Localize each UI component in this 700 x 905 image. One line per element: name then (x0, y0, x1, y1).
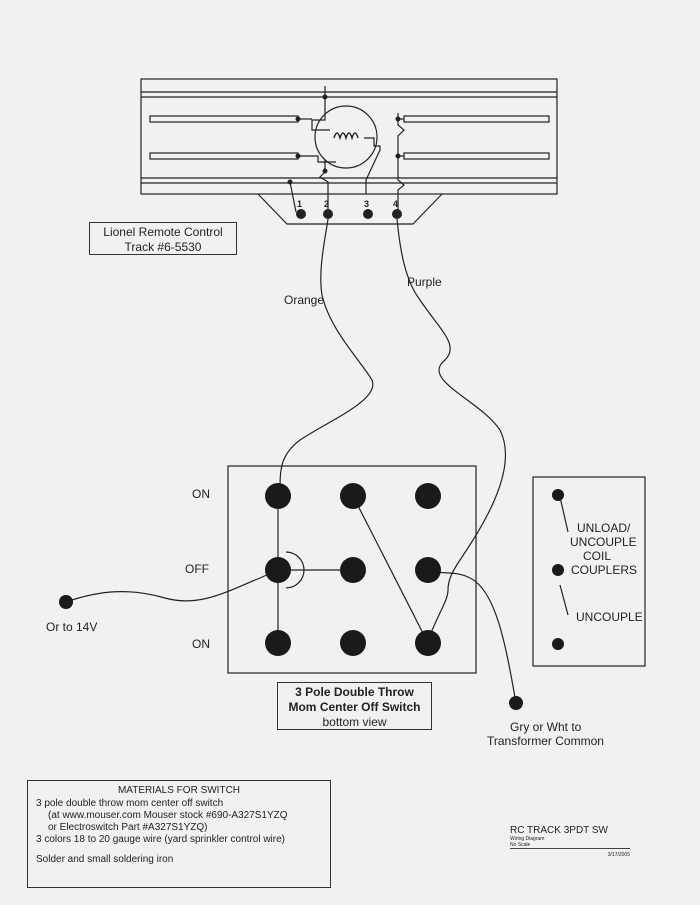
track-section (140, 78, 558, 225)
coil-label-uncouple-lower: UNCOUPLE (576, 610, 643, 624)
coil-terminals (552, 489, 564, 650)
ground-wire (65, 569, 279, 603)
materials-line3: or Electroswitch Part #A327S1YZQ) (48, 822, 208, 833)
switch-label-line2: Mom Center Off Switch (288, 700, 421, 714)
terminal-1 (296, 209, 306, 219)
switch-label: 3 Pole Double Throw Mom Center Off Switc… (277, 682, 432, 730)
transformer-wire (427, 569, 517, 704)
purple-wire (396, 218, 506, 641)
terminal-4 (392, 209, 402, 219)
terminal-label-2: 2 (324, 199, 329, 209)
row-label-on-bottom: ON (192, 637, 210, 651)
orange-wire (279, 218, 374, 493)
switch-terminal-3c (415, 630, 441, 656)
materials-title: MATERIALS FOR SWITCH (117, 785, 241, 796)
coil-label-coil: COIL (583, 549, 611, 563)
wire-label-orange: Orange (284, 293, 324, 307)
switch-terminal-1b (340, 483, 366, 509)
wire-label-purple: Purple (407, 275, 442, 289)
titleblock-date: 3/17/2005 (510, 848, 630, 860)
track-label-line1: Lionel Remote Control (103, 225, 223, 239)
switch-terminal-3b (340, 630, 366, 656)
switch-terminal-3a (265, 630, 291, 656)
coil-label-couplers: COUPLERS (571, 563, 637, 577)
switch-label-line3: bottom view (322, 715, 387, 729)
title-block: RC TRACK 3PDT SW Wiring Diagram No Scale… (510, 826, 630, 860)
track-junction-dots (287, 94, 401, 185)
coil-label-unload: UNLOAD/ (577, 521, 631, 535)
coil-winding-icon (333, 132, 359, 141)
terminal-2 (323, 209, 333, 219)
14v-terminal (59, 595, 73, 609)
track-terminals (296, 209, 402, 219)
coil-box (532, 476, 646, 667)
materials-box: MATERIALS FOR SWITCH 3 pole double throw… (27, 780, 331, 888)
coil-circle (314, 105, 378, 169)
materials-line5: Solder and small soldering iron (36, 854, 174, 865)
materials-line4: 3 colors 18 to 20 gauge wire (yard sprin… (36, 834, 285, 845)
coil-label-uncouple: UNCOUPLE (570, 535, 637, 549)
switch-terminal-2c (415, 557, 441, 583)
switch-label-line1: 3 Pole Double Throw (295, 685, 414, 699)
materials-line2: (at www.mouser.com Mouser stock #690-A32… (48, 810, 288, 821)
label-transformer-2: Transformer Common (487, 734, 604, 748)
track-label-line2: Track #6-5530 (124, 240, 202, 254)
titleblock-sub1: Wiring Diagram (510, 836, 545, 842)
terminal-3 (363, 209, 373, 219)
label-transformer-1: Gry or Wht to (510, 720, 582, 734)
titleblock-sub2: No Scale (510, 842, 531, 848)
titleblock-title: RC TRACK 3PDT SW (510, 825, 608, 836)
row-label-on-top: ON (192, 487, 210, 501)
terminal-label-3: 3 (364, 199, 369, 209)
materials-line1: 3 pole double throw mom center off switc… (36, 798, 224, 809)
switch-terminal-2b (340, 557, 366, 583)
terminal-label-4: 4 (393, 199, 398, 209)
switch-terminal-1a (265, 483, 291, 509)
terminal-label-1: 1 (297, 199, 302, 209)
track-label: Lionel Remote Control Track #6-5530 (89, 222, 237, 255)
row-label-off: OFF (185, 562, 209, 576)
label-or-14v: Or to 14V (46, 620, 97, 634)
transformer-terminal (509, 696, 523, 710)
switch-terminal-1c (415, 483, 441, 509)
switch-terminal-2a (265, 557, 291, 583)
switch-terminals (265, 483, 441, 656)
